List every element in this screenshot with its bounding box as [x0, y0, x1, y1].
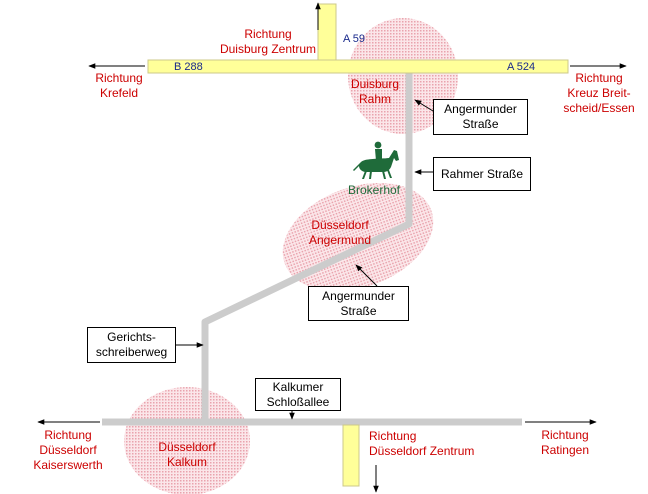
direction-duisburg-zentrum: Richtung Duisburg Zentrum: [219, 27, 317, 56]
horse-rider-icon: [353, 141, 399, 179]
direction-ratingen: Richtung Ratingen: [540, 428, 590, 457]
street-label-gerichtsschreiberweg: Gerichts- schreiberweg: [95, 330, 168, 359]
pointer-angermunder-1: [414, 99, 434, 112]
place-duesseldorf-kalkum: Düsseldorf Kalkum: [158, 440, 216, 469]
place-duesseldorf-angermund: Düsseldorf Angermund: [308, 218, 372, 247]
street-box-angermunder-2: Angermunder Straße: [308, 286, 409, 321]
street-box-rahmer: Rahmer Straße: [433, 157, 531, 191]
road-b288-a524: [147, 59, 569, 74]
street-box-kalkumer-schlossallee: Kalkumer Schloßallee: [255, 378, 341, 411]
area-duesseldorf-kalkum: [124, 387, 250, 494]
callout-lines: [176, 99, 434, 420]
road-angermunder-strasse: [201, 70, 413, 422]
street-label-angermunder-2: Angermunder Straße: [322, 288, 395, 318]
direction-arrows: [37, 2, 627, 493]
area-duisburg-rahm: [348, 18, 458, 134]
road-a59-north: [317, 3, 337, 61]
street-label-kalkumer-schlossallee: Kalkumer Schloßallee: [266, 379, 330, 409]
road-label-a524: A 524: [507, 61, 536, 73]
place-duisburg-rahm: Duisburg Rahm: [350, 77, 400, 106]
road-label-b288: B 288: [174, 61, 203, 73]
street-box-angermunder-1: Angermunder Straße: [433, 99, 528, 135]
direction-duesseldorf-zentrum: Richtung Düsseldorf Zentrum: [369, 429, 475, 458]
local-roads: [102, 70, 522, 426]
road-label-a59: A 59: [343, 33, 366, 45]
direction-krefeld: Richtung Krefeld: [95, 71, 143, 100]
direction-kreuz-breitscheid: Richtung Kreuz Breit- scheid/Essen: [563, 71, 635, 115]
street-label-angermunder-1: Angermunder Straße: [444, 102, 517, 131]
road-a59-south: [342, 424, 360, 487]
street-box-gerichtsschreiberweg: Gerichts- schreiberweg: [87, 327, 176, 363]
direction-duesseldorf-kaiserswerth: Richtung Düsseldorf Kaiserswerth: [33, 428, 103, 472]
place-brokerhof: Brokerhof: [347, 183, 401, 197]
street-label-rahmer: Rahmer Straße: [440, 166, 524, 181]
pointer-angermunder-2: [355, 264, 378, 287]
